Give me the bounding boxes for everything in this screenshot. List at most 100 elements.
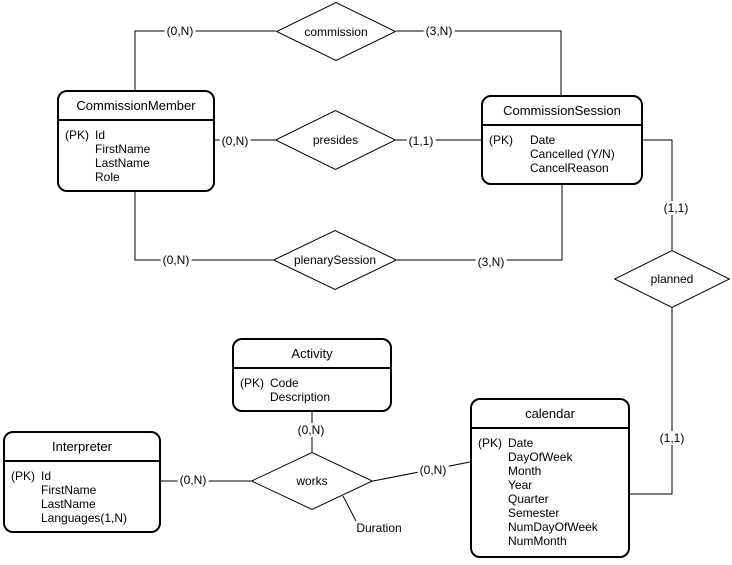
attribute-row: Description [240,390,384,404]
attribute-row: DayOfWeek [478,450,622,464]
attribute-row: (PK) Code [240,376,384,390]
attribute-name: CancelReason [530,161,609,175]
cardinality-calendar-planned: (1,1) [657,431,687,445]
attribute-row: Semester [478,506,622,520]
entity-attributes: (PK) Id FirstName LastName Languages(1,N… [5,462,159,530]
cardinality-session-planned: (1,1) [661,201,691,215]
pk-label [478,450,508,464]
attribute-row: Languages(1,N) [11,511,153,525]
entity-title: CommissionSession [483,97,641,126]
attribute-row: Month [478,464,622,478]
attribute-name: Month [508,464,542,478]
attribute-name: Year [508,478,533,492]
entity-attributes: (PK) Id FirstName LastName Role [59,121,213,189]
attribute-name: Date [508,436,534,450]
cardinality-member-presides: (0,N) [219,134,251,148]
entity-title: Activity [234,340,390,369]
diamond-shape [276,2,396,61]
entity-title: calendar [472,400,628,429]
attribute-name: Cancelled (Y/N) [530,147,615,161]
relationship-commission[interactable]: commission [276,2,396,61]
attribute-name: Quarter [508,492,549,506]
pk-label [65,142,95,156]
pk-label [489,161,530,175]
connector-works-duration [342,495,357,522]
attribute-row: Quarter [478,492,622,506]
pk-label [489,147,530,161]
pk-label: (PK) [240,376,264,390]
attribute-name: Role [95,170,120,184]
cardinality-session-presides: (1,1) [406,134,436,148]
attribute-name: Id [41,469,52,483]
pk-label [11,511,41,525]
relationship-works[interactable]: works [251,452,373,510]
attribute-name: LastName [41,497,96,511]
entity-activity[interactable]: Activity (PK) Code Description [232,338,392,412]
attribute-row: Cancelled (Y/N) [489,147,635,161]
relationship-presides[interactable]: presides [275,110,396,170]
attribute-row: Year [478,478,622,492]
diamond-shape [251,452,373,510]
attribute-name: Date [530,133,556,147]
entity-commission-member[interactable]: CommissionMember (PK) Id FirstName LastN… [57,90,215,192]
attribute-name: DayOfWeek [508,450,573,464]
attribute-name: LastName [95,156,150,170]
pk-label [478,520,508,534]
pk-label: (PK) [478,436,502,450]
pk-label [478,506,508,520]
cardinality-activity-works: (0,N) [295,423,327,437]
works-duration-attribute-label: Duration [354,521,404,535]
connector-member-plenary [134,192,273,261]
attribute-name: Id [95,128,106,142]
connector-plenary-session [397,185,563,261]
pk-label [65,156,95,170]
attribute-name: NumDayOfWeek [508,520,598,534]
relationship-plenary-session[interactable]: plenarySession [273,230,397,290]
attribute-row: (PK) Date [478,436,622,450]
attribute-name: FirstName [95,142,151,156]
pk-label [478,492,508,506]
pk-label: (PK) [65,128,89,142]
connector-session-planned [643,139,673,250]
pk-label: (PK) [11,469,35,483]
relationship-label: planned [650,272,694,286]
cardinality-member-commission: (0,N) [164,24,196,38]
relationship-planned[interactable]: planned [614,250,730,308]
cardinality-interpreter-works: (0,N) [177,473,209,487]
connector-commission-session [396,30,562,95]
connector-member-commission [134,30,276,90]
attribute-name: Code [270,376,299,390]
entity-attributes: (PK) Date DayOfWeek Month Year Quarter [472,429,628,553]
attribute-name: Description [270,390,331,404]
attribute-name: NumMonth [508,534,567,548]
attribute-row: NumMonth [478,534,622,548]
attribute-name: Languages(1,N) [41,511,128,525]
attribute-row: Role [65,170,207,184]
pk-label [11,483,41,497]
cardinality-member-plenary: (0,N) [160,253,192,267]
attribute-row: FirstName [65,142,207,156]
attribute-row: CancelReason [489,161,635,175]
diamond-shape [273,230,397,290]
pk-label [11,497,41,511]
entity-title: CommissionMember [59,92,213,121]
attribute-row: NumDayOfWeek [478,520,622,534]
entity-calendar[interactable]: calendar (PK) Date DayOfWeek Month Year … [470,398,630,558]
pk-label [478,534,508,548]
diamond-shape [614,250,730,308]
attribute-name: Semester [508,506,560,520]
relationship-label: plenarySession [293,253,377,267]
attribute-row: (PK) Date [489,133,635,147]
cardinality-session-plenary: (3,N) [475,255,507,269]
pk-label [478,478,508,492]
pk-label [478,464,508,478]
entity-commission-session[interactable]: CommissionSession (PK) Date Cancelled (Y… [481,95,643,185]
attribute-row: (PK) Id [65,128,207,142]
cardinality-session-commission: (3,N) [423,24,455,38]
cardinality-calendar-works: (0,N) [417,463,449,477]
connector-planned-calendar [630,308,673,495]
entity-attributes: (PK) Code Description [234,369,390,409]
attribute-row: LastName [65,156,207,170]
entity-interpreter[interactable]: Interpreter (PK) Id FirstName LastName L… [3,431,161,533]
